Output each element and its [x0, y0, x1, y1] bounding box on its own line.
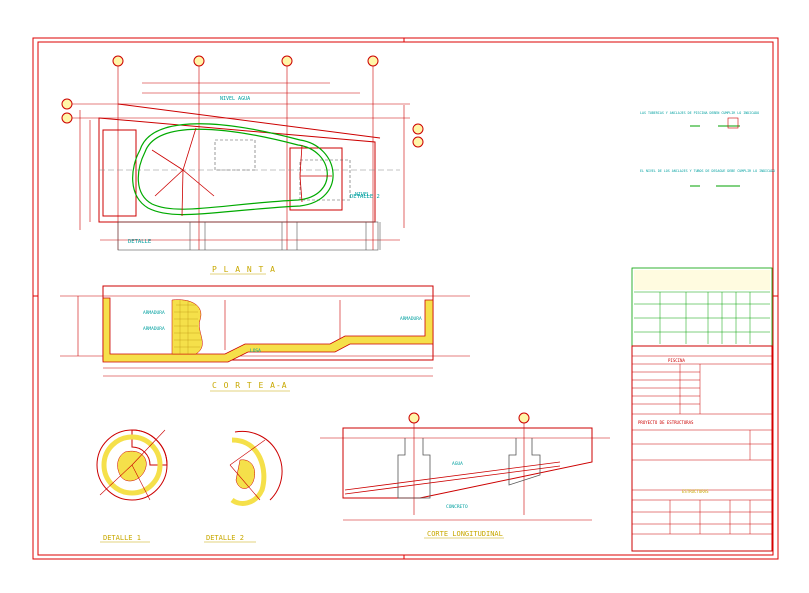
notes-area: LAS TUBERIAS Y ANCLAJES DE PISCINA DEBEN… [640, 111, 775, 187]
svg-text:ARMADURA: ARMADURA [400, 316, 422, 322]
plan-view: NIVEL AGUA NIVEL DETALLE DETALLE 2 P L A… [61, 55, 424, 275]
svg-text:NIVEL AGUA: NIVEL AGUA [220, 96, 250, 102]
note-1-title: LAS TUBERIAS Y ANCLAJES DE PISCINA DEBEN… [640, 111, 759, 115]
rebar-schedule-table [631, 267, 773, 347]
svg-text:ARMADURA: ARMADURA [143, 310, 165, 316]
detail-1-label: DETALLE 1 [103, 534, 141, 542]
detail-2-label: DETALLE 2 [206, 534, 244, 542]
title-block: PROYECTO DE ESTRUCTURAS ESTRUCTURAS PISC… [631, 345, 773, 552]
title-project: PROYECTO DE ESTRUCTURAS [638, 420, 694, 425]
section-aa-label: C O R T E A-A [212, 381, 288, 390]
title-company: ESTRUCTURAS [682, 489, 709, 494]
pool-outline [132, 123, 334, 216]
section-aa-view: ARMADURA ARMADURA LOSA ARMADURA C O R T … [60, 285, 470, 392]
plan-callout-b: DETALLE 2 [350, 194, 380, 200]
svg-text:ARMADURA: ARMADURA [143, 326, 165, 332]
longitudinal-section-view: AGUA CONCRETO CORTE LONGITUDINAL [320, 412, 610, 539]
svg-text:AGUA: AGUA [452, 461, 463, 467]
hatched-zone [171, 299, 203, 355]
detail-2-view: DETALLE 2 [204, 430, 283, 543]
title-drawing: PISCINA [668, 358, 685, 363]
svg-text:NIVEL: NIVEL [355, 192, 370, 198]
svg-text:CONCRETO: CONCRETO [446, 504, 468, 510]
svg-text:LOSA: LOSA [250, 348, 261, 354]
plan-callout-a: DETALLE [128, 239, 151, 245]
plan-label: P L A N T A [212, 265, 276, 274]
section-long-label: CORTE LONGITUDINAL [427, 530, 503, 538]
detail-1-view: DETALLE 1 [96, 429, 168, 543]
note-2-title: EL NIVEL DE LOS ANCLAJES Y TUBOS DE DESA… [640, 169, 775, 173]
sheet-frame [32, 37, 779, 560]
